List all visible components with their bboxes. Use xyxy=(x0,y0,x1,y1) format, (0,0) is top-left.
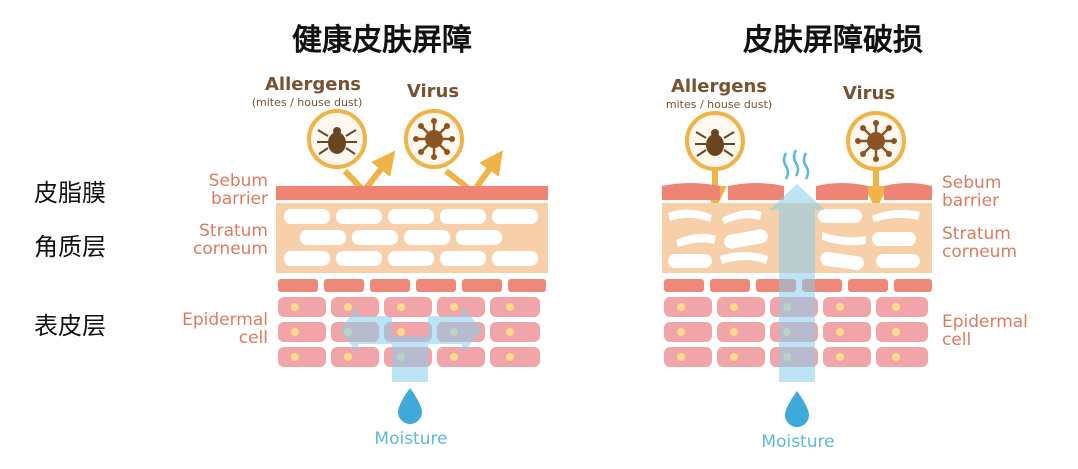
right-sebum-label-line1: Sebum xyxy=(942,173,1001,193)
left-sebum-label-line1: Sebum xyxy=(209,171,268,191)
right-moisture-label: Moisture xyxy=(761,432,834,452)
left-epidermal-label-line1: Epidermal xyxy=(182,310,268,330)
right-corneum-cells-disordered xyxy=(668,209,920,271)
left-corneum-cells xyxy=(284,209,538,266)
virus-icon xyxy=(846,111,906,171)
left-title: 健康皮肤屏障 xyxy=(292,23,472,58)
right-stratum-label-line1: Stratum xyxy=(942,224,1011,244)
right-epidermal-label-line1: Epidermal xyxy=(942,312,1028,332)
left-epidermal-label-line2: cell xyxy=(239,328,268,348)
right-title: 皮肤屏障破损 xyxy=(743,23,923,58)
epidermis-zh-label: 表皮层 xyxy=(34,312,106,340)
water-droplet-icon xyxy=(785,391,809,427)
left-granular-row xyxy=(278,279,546,292)
left-allergens-label: Allergens xyxy=(265,74,361,95)
left-moisture-label: Moisture xyxy=(374,429,447,449)
right-panel-damaged: 皮肤屏障破损 Allergens mites / house dust) Vir… xyxy=(662,23,1028,452)
left-sebum-label-line2: barrier xyxy=(211,189,268,209)
sebum-zh-label: 皮脂膜 xyxy=(34,179,106,207)
right-allergens-sublabel: mites / house dust) xyxy=(666,98,772,111)
left-panel-healthy: 健康皮肤屏障 Allergens (mites / house dust) Vi… xyxy=(182,23,548,449)
right-allergens-label: Allergens xyxy=(671,76,767,97)
left-moisture-retained-arrow xyxy=(340,306,482,382)
mite-icon xyxy=(685,111,745,171)
mite-icon xyxy=(307,109,367,169)
corneum-zh-label: 角质层 xyxy=(34,233,106,261)
left-sebum-barrier xyxy=(276,186,548,200)
right-epidermal-label-line2: cell xyxy=(942,330,971,350)
right-sebum-barrier-broken xyxy=(662,183,932,200)
left-allergens-sublabel: (mites / house dust) xyxy=(252,96,363,109)
right-sebum-label-line2: barrier xyxy=(942,191,999,211)
water-droplet-icon xyxy=(398,388,422,424)
virus-icon xyxy=(404,109,464,169)
right-virus-label: Virus xyxy=(843,83,895,104)
right-stratum-label-line2: corneum xyxy=(942,242,1017,262)
left-virus-label: Virus xyxy=(407,81,459,102)
left-stratum-label-line1: Stratum xyxy=(199,221,268,241)
evaporation-wave-icon xyxy=(782,149,810,180)
left-stratum-label-line2: corneum xyxy=(193,239,268,259)
right-moisture-escape-arrow xyxy=(769,184,825,382)
